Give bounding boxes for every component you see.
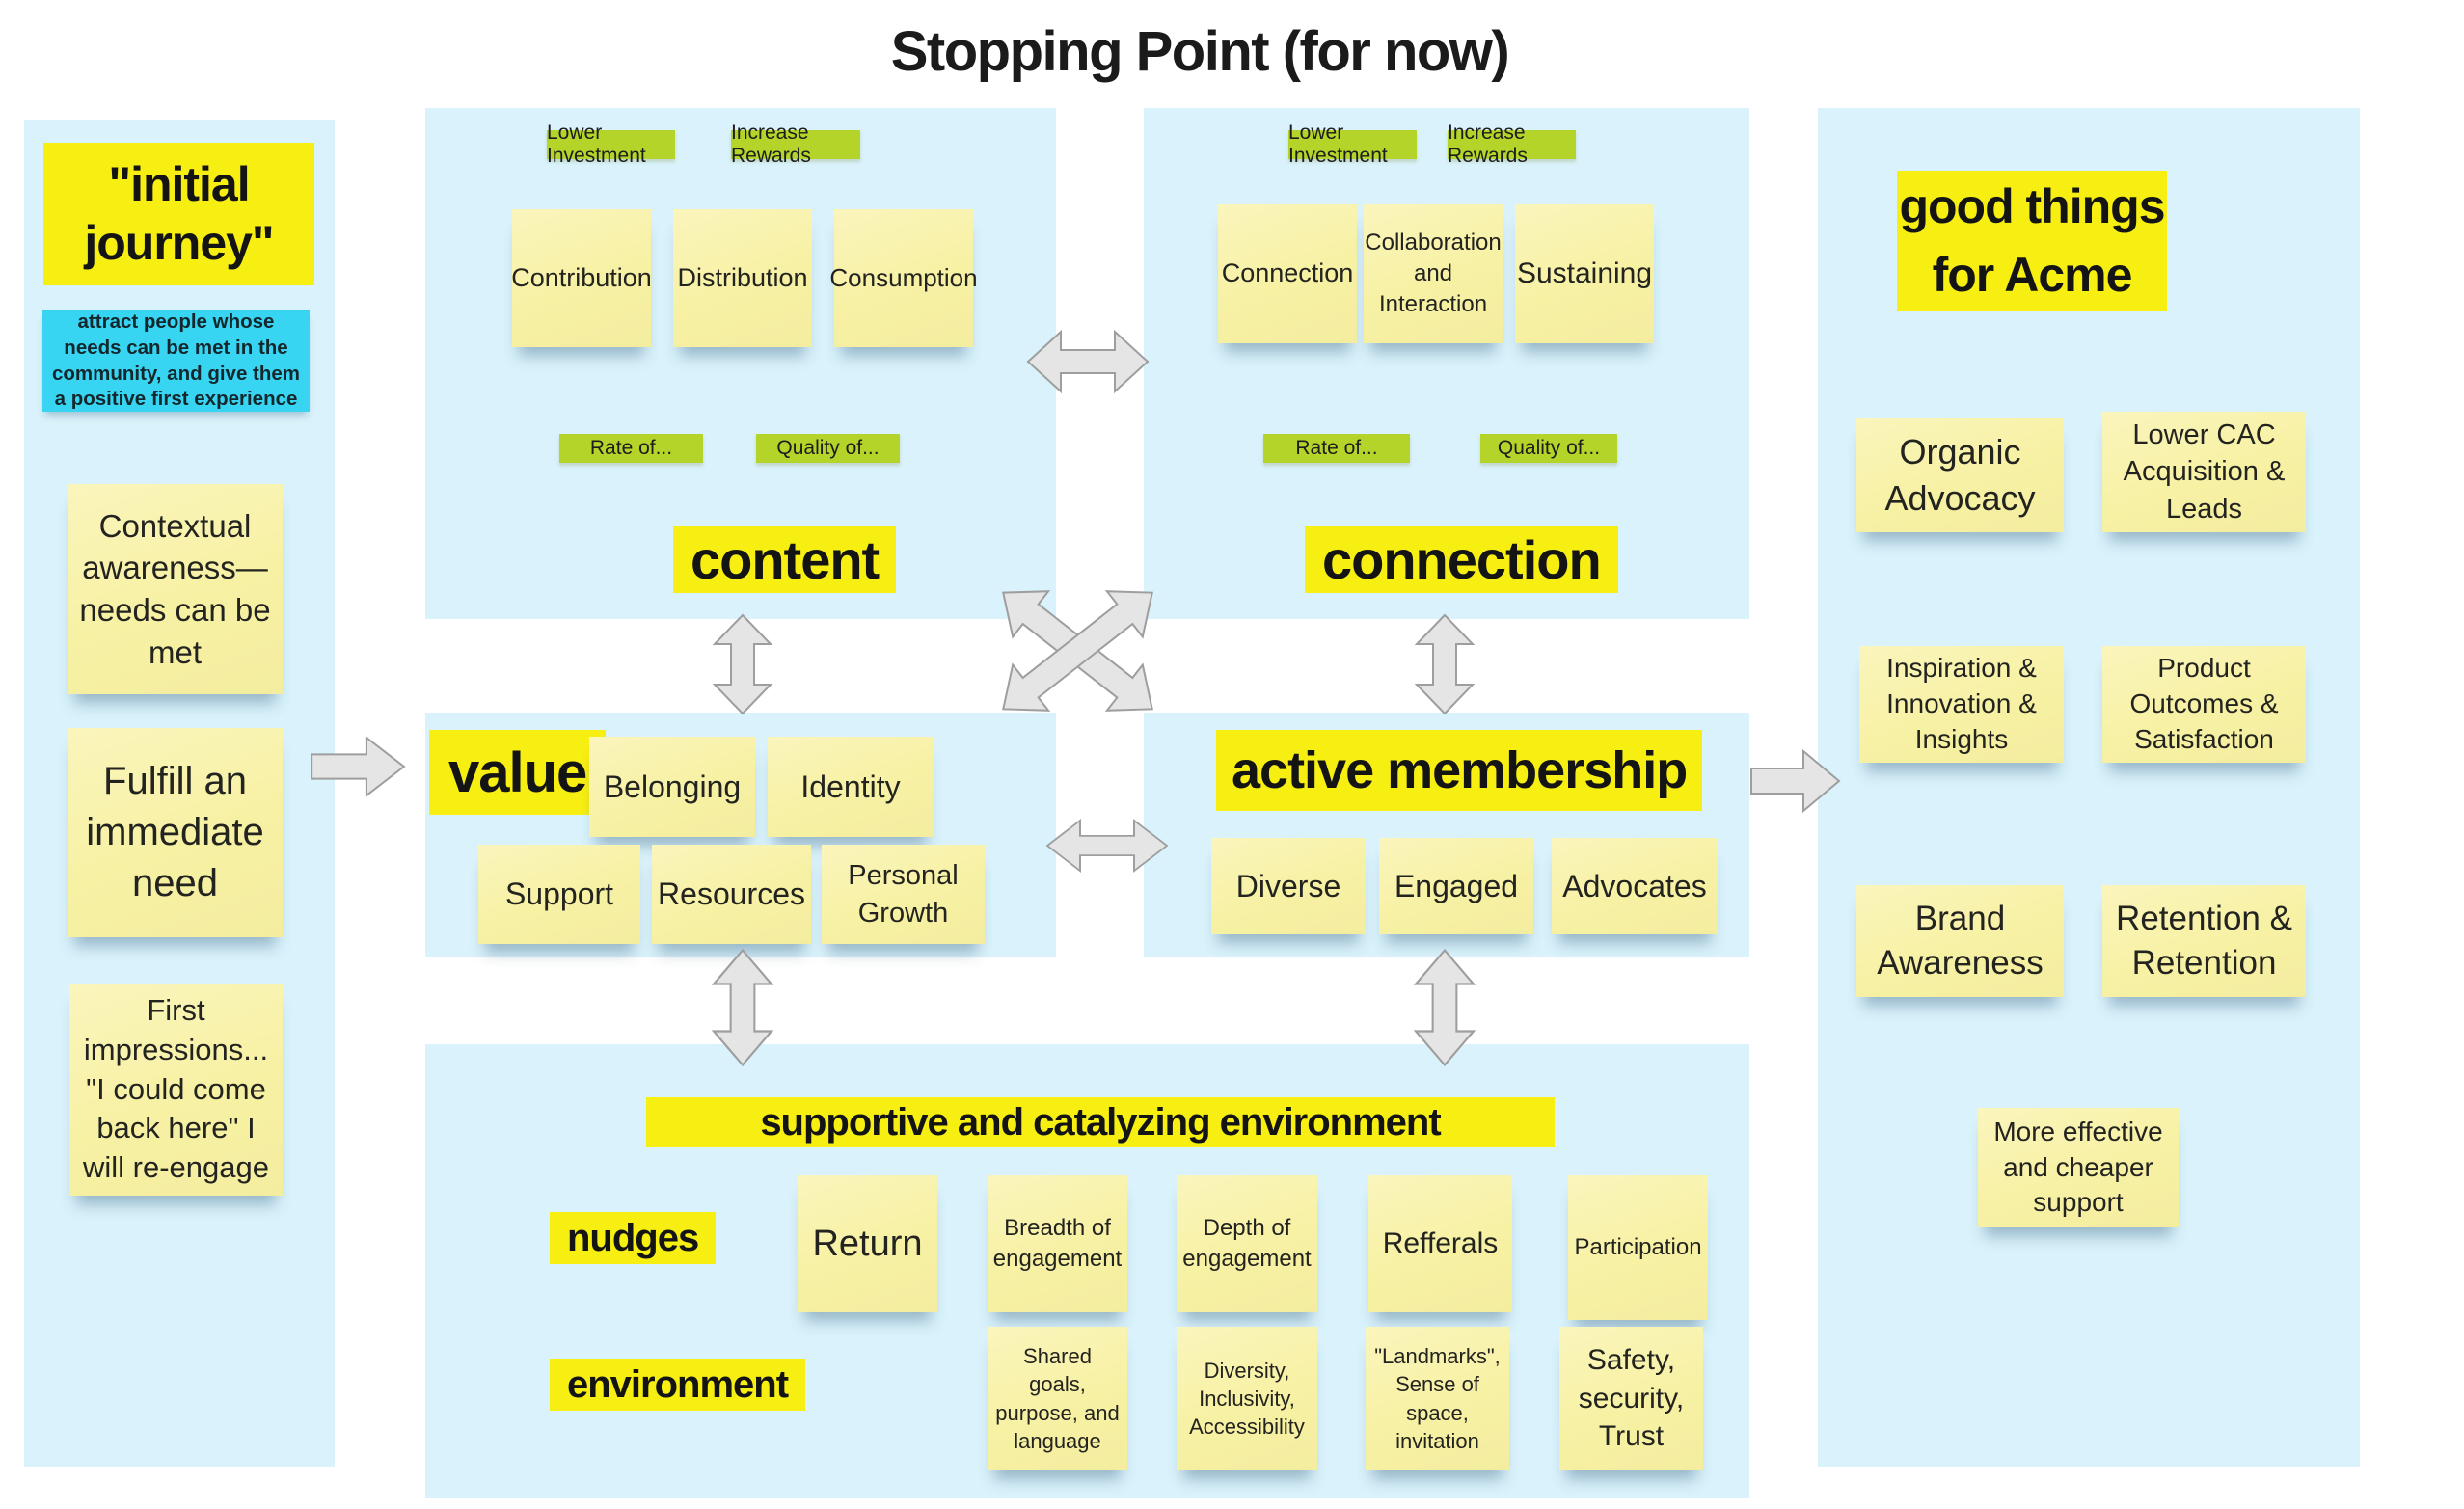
- content-quadrant: Lower Investment Increase Rewards Contri…: [425, 108, 1056, 619]
- sticky-participation[interactable]: Participation: [1568, 1175, 1708, 1320]
- arrow-membership-to-good-things-icon: [1749, 748, 1841, 814]
- sticky-organic-advocacy[interactable]: Organic Advocacy: [1856, 418, 2064, 532]
- sticky-contextual-awareness[interactable]: Contextual awareness—needs can be met: [68, 484, 283, 694]
- label-increase-rewards[interactable]: Increase Rewards: [1448, 121, 1576, 167]
- sticky-fulfill-need[interactable]: Fulfill an immediate need: [68, 728, 283, 937]
- sticky-support[interactable]: Support: [478, 845, 640, 944]
- sticky-personal-growth[interactable]: Personal Growth: [822, 845, 985, 944]
- good-things-heading[interactable]: good things for Acme: [1897, 171, 2167, 311]
- double-arrow-connection-membership-icon: [1413, 612, 1476, 716]
- double-arrow-value-environment-icon: [710, 947, 775, 1068]
- connection-heading[interactable]: connection: [1305, 526, 1618, 593]
- sticky-landmarks[interactable]: "Landmarks", Sense of space, invitation: [1366, 1327, 1509, 1470]
- value-heading[interactable]: value: [429, 730, 607, 815]
- sticky-brand-awareness[interactable]: Brand Awareness: [1856, 885, 2064, 997]
- sticky-retention[interactable]: Retention & Retention: [2102, 885, 2306, 997]
- sticky-depth-engagement[interactable]: Depth of engagement: [1177, 1175, 1317, 1312]
- label-quality-of[interactable]: Quality of...: [756, 434, 900, 463]
- sticky-first-impressions[interactable]: First impressions... "I could come back …: [69, 984, 283, 1196]
- sticky-collaboration-interaction[interactable]: Collaboration and Interaction: [1364, 204, 1503, 343]
- label-lower-investment[interactable]: Lower Investment: [547, 121, 675, 167]
- value-quadrant: value Belonging Identity Support Resourc…: [425, 713, 1056, 957]
- sticky-breadth-engagement[interactable]: Breadth of engagement: [988, 1175, 1127, 1312]
- initial-journey-panel: "initial journey" attract people whose n…: [24, 120, 335, 1467]
- sticky-cheaper-support[interactable]: More effective and cheaper support: [1978, 1108, 2179, 1227]
- double-arrow-value-membership-icon: [1044, 815, 1170, 876]
- environment-quadrant-heading[interactable]: supportive and catalyzing environment: [646, 1097, 1555, 1147]
- initial-journey-heading[interactable]: "initial journey": [43, 143, 314, 285]
- sticky-identity[interactable]: Identity: [768, 737, 934, 837]
- active-membership-quadrant: active membership Diverse Engaged Advoca…: [1144, 713, 1749, 957]
- double-arrow-content-value-icon: [711, 612, 774, 716]
- label-quality-of[interactable]: Quality of...: [1480, 434, 1617, 463]
- sticky-refferals[interactable]: Refferals: [1368, 1175, 1512, 1312]
- sticky-diverse[interactable]: Diverse: [1211, 838, 1366, 934]
- sticky-return[interactable]: Return: [798, 1175, 937, 1312]
- arrow-journey-to-value-icon: [310, 735, 406, 798]
- sticky-distribution[interactable]: Distribution: [673, 209, 812, 347]
- sticky-safety-security-trust[interactable]: Safety, security, Trust: [1559, 1327, 1703, 1470]
- sticky-lower-cac[interactable]: Lower CAC Acquisition & Leads: [2102, 412, 2306, 532]
- double-arrow-membership-environment-icon: [1412, 947, 1477, 1068]
- nudges-label[interactable]: nudges: [550, 1212, 717, 1264]
- label-rate-of[interactable]: Rate of...: [559, 434, 703, 463]
- label-rate-of[interactable]: Rate of...: [1263, 434, 1410, 463]
- sticky-engaged[interactable]: Engaged: [1379, 838, 1533, 934]
- board-title[interactable]: Stopping Point (for now): [890, 20, 1510, 83]
- sticky-sustaining[interactable]: Sustaining: [1515, 204, 1654, 343]
- sticky-advocates[interactable]: Advocates: [1552, 838, 1718, 934]
- crossed-double-arrows-icon: [984, 579, 1172, 723]
- sticky-product-outcomes[interactable]: Product Outcomes & Satisfaction: [2102, 646, 2306, 763]
- sticky-consumption[interactable]: Consumption: [829, 209, 978, 347]
- good-things-panel: good things for Acme Organic Advocacy Lo…: [1818, 108, 2360, 1467]
- sticky-shared-goals[interactable]: Shared goals, purpose, and language: [988, 1327, 1127, 1470]
- sticky-diversity-inclusivity[interactable]: Diversity, Inclusivity, Accessibility: [1177, 1327, 1317, 1470]
- content-heading[interactable]: content: [673, 526, 897, 593]
- active-membership-heading[interactable]: active membership: [1216, 730, 1703, 811]
- environment-quadrant: supportive and catalyzing environment nu…: [425, 1044, 1749, 1498]
- initial-journey-note[interactable]: attract people whose needs can be met in…: [42, 310, 310, 412]
- sticky-belonging[interactable]: Belonging: [589, 737, 755, 837]
- environment-label[interactable]: environment: [550, 1359, 806, 1411]
- sticky-resources[interactable]: Resources: [652, 845, 811, 944]
- double-arrow-content-connection-icon: [1025, 325, 1151, 398]
- connection-quadrant: Lower Investment Increase Rewards Connec…: [1144, 108, 1749, 619]
- label-lower-investment[interactable]: Lower Investment: [1288, 121, 1417, 167]
- sticky-inspiration-innovation[interactable]: Inspiration & Innovation & Insights: [1859, 646, 2064, 763]
- sticky-connection[interactable]: Connection: [1218, 204, 1357, 343]
- label-increase-rewards[interactable]: Increase Rewards: [731, 121, 860, 167]
- sticky-contribution[interactable]: Contribution: [511, 209, 652, 347]
